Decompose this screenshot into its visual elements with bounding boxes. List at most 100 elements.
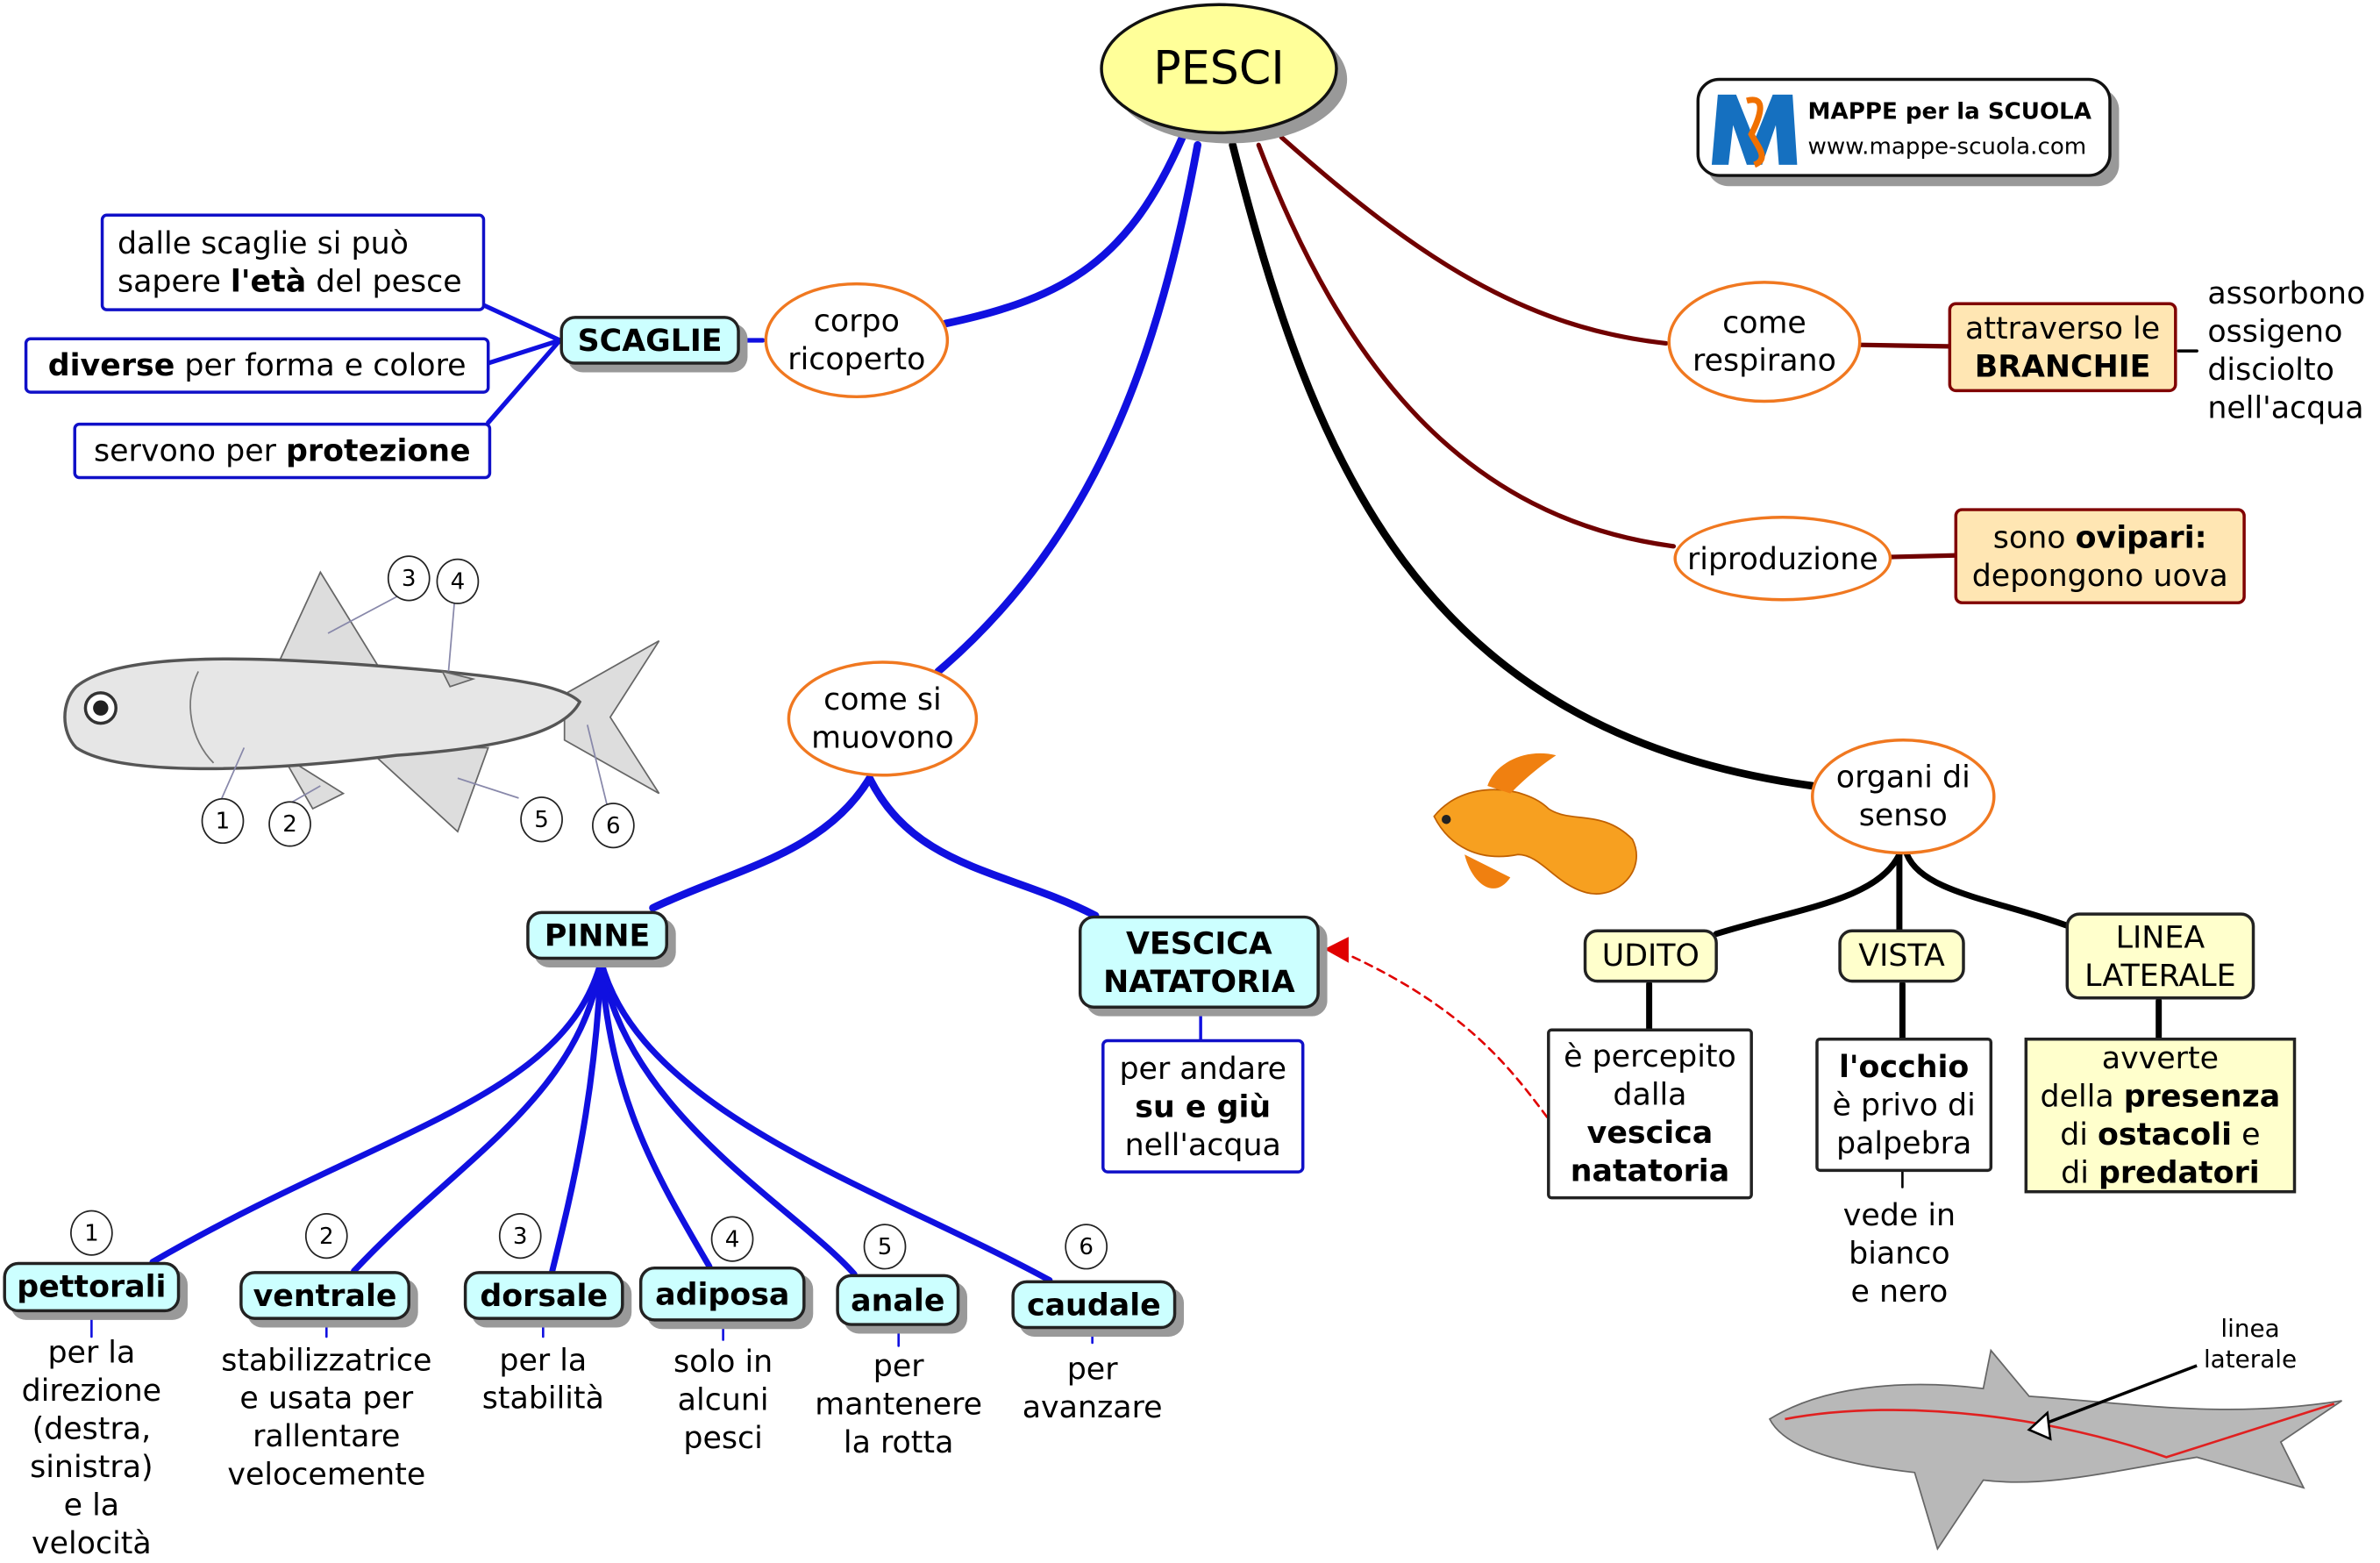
text: velocemente xyxy=(227,1455,426,1493)
text: sinistra) xyxy=(30,1447,153,1485)
text: e usata per xyxy=(239,1379,414,1417)
fish-label-6: 6 xyxy=(592,803,635,849)
text: depongono uova xyxy=(1971,556,2228,593)
text: per andare xyxy=(1119,1049,1287,1086)
node-udito[interactable]: UDITO xyxy=(1583,929,1718,983)
root-node-shape xyxy=(1100,3,1338,135)
fin-number: 2 xyxy=(304,1213,348,1260)
text: attraverso le xyxy=(1965,309,2161,346)
text: nell'acqua xyxy=(2207,389,2364,426)
shark-pointer-arrow-icon xyxy=(2027,1410,2052,1441)
node-ovipari[interactable]: sono ovipari:depongono uova xyxy=(1954,508,2246,604)
fin-number: 5 xyxy=(863,1224,907,1270)
node-scaglie[interactable]: SCAGLIE xyxy=(559,316,740,365)
node-protezione[interactable]: servono per protezione xyxy=(73,422,492,480)
text: respirano xyxy=(1692,341,1836,379)
text: vescica xyxy=(1586,1113,1714,1151)
text: rallentare xyxy=(253,1417,401,1454)
link-root-muovono xyxy=(934,140,1202,675)
fin-node-caudale[interactable]: caudale xyxy=(1011,1280,1177,1330)
fin-node-adiposa[interactable]: adiposa xyxy=(638,1266,806,1322)
text: e xyxy=(2232,1115,2261,1153)
text: come si xyxy=(823,680,942,717)
node-vista[interactable]: VISTA xyxy=(1838,929,1965,983)
fin-number: 3 xyxy=(498,1213,542,1260)
text: vede in xyxy=(1842,1195,1956,1232)
text: linea xyxy=(2220,1313,2280,1343)
text: per la xyxy=(47,1333,136,1371)
text: ossigeno xyxy=(2207,312,2343,350)
text: ostacoli xyxy=(2098,1115,2233,1153)
text: come xyxy=(1722,303,1806,340)
text: nell'acqua xyxy=(1124,1125,1281,1162)
text: servono per xyxy=(94,432,287,469)
text: è percepito xyxy=(1564,1037,1736,1074)
root-node[interactable]: PESCI xyxy=(1153,41,1285,96)
node-diverse[interactable]: diverse per forma e colore xyxy=(24,337,490,394)
text: dalle scaglie si può xyxy=(117,224,409,261)
logo-m-icon xyxy=(1711,94,1798,168)
fish-label-2: 2 xyxy=(268,801,311,847)
text: direzione xyxy=(21,1371,162,1409)
text: senso xyxy=(1858,796,1948,833)
node-eta[interactable]: dalle scaglie si può sapere l'età del pe… xyxy=(100,213,486,311)
text: mantenere xyxy=(815,1385,983,1423)
text: assorbono xyxy=(2207,275,2366,311)
text: per la xyxy=(499,1341,588,1378)
fin-node-ventrale[interactable]: ventrale xyxy=(239,1271,410,1320)
fin-node-pettorali[interactable]: pettorali xyxy=(3,1261,181,1313)
text: stabilità xyxy=(481,1379,604,1417)
logo-title: MAPPE per la SCUOLA xyxy=(1807,97,2091,125)
link-root-corpo xyxy=(942,133,1186,328)
text: diverse xyxy=(47,346,175,383)
logo-url[interactable]: www.mappe-scuola.com xyxy=(1807,132,2087,161)
text: per forma e colore xyxy=(175,346,467,383)
text: (destra, xyxy=(32,1410,152,1447)
text: velocità xyxy=(32,1524,152,1561)
fish-label-5: 5 xyxy=(520,796,563,843)
text: della xyxy=(2040,1077,2124,1114)
goldfish-illustration xyxy=(1433,753,1637,895)
branch-riproduzione[interactable]: riproduzione xyxy=(1673,516,1892,602)
logo[interactable]: MAPPE per la SCUOLA www.mappe-scuola.com xyxy=(1808,91,2106,168)
text: bianco xyxy=(1849,1233,1950,1271)
fish-anatomy-illustration xyxy=(63,570,660,833)
fin-number: 6 xyxy=(1065,1224,1108,1270)
text: e nero xyxy=(1850,1272,1949,1309)
text: di xyxy=(2060,1115,2099,1153)
text: la rotta xyxy=(843,1424,954,1460)
text: avanzare xyxy=(1022,1388,1163,1425)
text: LATERALE xyxy=(2084,955,2236,993)
text: pesci xyxy=(683,1418,763,1456)
text: laterale xyxy=(2203,1344,2298,1374)
fin-node-dorsale[interactable]: dorsale xyxy=(463,1271,624,1320)
text: alcuni xyxy=(677,1381,769,1418)
text: palpebra xyxy=(1836,1124,1972,1161)
fish-label-1: 1 xyxy=(201,797,245,845)
text: avverte xyxy=(2101,1038,2220,1076)
node-pinne[interactable]: PINNE xyxy=(526,910,668,960)
node-linea-desc[interactable]: avverte della presenza di ostacoli e di … xyxy=(2024,1037,2297,1194)
fin-node-anale[interactable]: anale xyxy=(836,1274,960,1326)
text: e la xyxy=(63,1486,120,1524)
link-root-riproduzione xyxy=(1256,142,1677,549)
text: del pesce xyxy=(306,262,462,299)
text: l'età xyxy=(230,262,307,299)
